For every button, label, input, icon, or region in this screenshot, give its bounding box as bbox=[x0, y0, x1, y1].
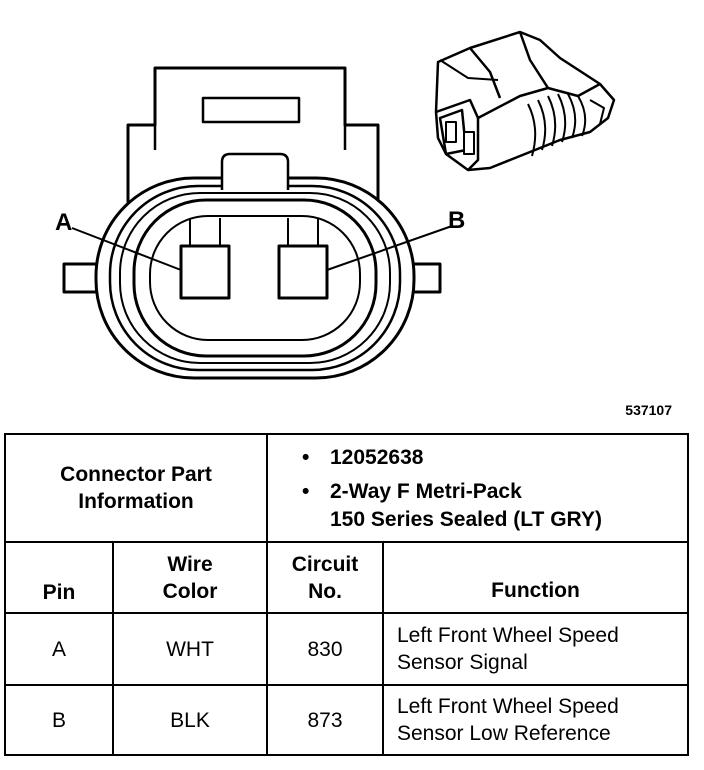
pin-cell: A bbox=[4, 612, 114, 686]
connector-info-label-line2: Information bbox=[78, 490, 194, 513]
table-row: B BLK 873 Left Front Wheel Speed Sensor … bbox=[4, 684, 690, 756]
connector-diagram: A B bbox=[55, 30, 616, 380]
connector-info-label-cell: Connector Part Information bbox=[4, 433, 268, 543]
connector-lock-ramp bbox=[220, 152, 290, 190]
description-line: • 2-Way F Metri-Pack bbox=[302, 477, 687, 506]
circuit-cell: 830 bbox=[266, 612, 384, 686]
connector-outer-seal bbox=[94, 176, 416, 380]
part-number-line: • 12052638 bbox=[302, 443, 687, 472]
circuit-cell: 873 bbox=[266, 684, 384, 756]
pin-a-label: A bbox=[55, 209, 72, 236]
column-header-pin: Pin bbox=[4, 541, 114, 614]
connector-latch-window bbox=[201, 96, 301, 124]
leader-line-b bbox=[326, 225, 453, 271]
connector-info-label-line1: Connector Part bbox=[60, 463, 212, 486]
wire-color-cell: BLK bbox=[112, 684, 268, 756]
connector-3d-illustration bbox=[434, 30, 616, 172]
table-row: A WHT 830 Left Front Wheel Speed Sensor … bbox=[4, 612, 690, 686]
connector-description-line1: 2-Way F Metri-Pack bbox=[330, 479, 522, 503]
column-header-wire-color: Wire Color bbox=[112, 541, 268, 614]
figure-number: 537107 bbox=[625, 402, 672, 418]
connector-info-table: Connector Part Information • 12052638 • … bbox=[4, 433, 690, 756]
pin-b-label: B bbox=[448, 207, 465, 234]
function-line2: Sensor Signal bbox=[397, 651, 528, 674]
function-line1: Left Front Wheel Speed bbox=[397, 695, 619, 718]
column-header-circuit: Circuit No. bbox=[266, 541, 384, 614]
function-line1: Left Front Wheel Speed bbox=[397, 624, 619, 647]
leader-line-a bbox=[71, 227, 182, 271]
part-number: 12052638 bbox=[330, 445, 424, 469]
column-header-row: Pin Wire Color Circuit No. Function bbox=[4, 541, 690, 614]
connector-description-line2: 150 Series Sealed (LT GRY) bbox=[330, 507, 602, 531]
function-cell: Left Front Wheel Speed Sensor Low Refere… bbox=[381, 684, 690, 756]
terminal-cavity-b bbox=[277, 244, 329, 300]
connector-inner-cavity bbox=[132, 198, 378, 358]
function-line2: Sensor Low Reference bbox=[397, 722, 611, 745]
wire-color-cell: WHT bbox=[112, 612, 268, 686]
bullet-glyph: • bbox=[302, 479, 310, 503]
pin-cell: B bbox=[4, 684, 114, 756]
bullet-glyph: • bbox=[302, 445, 310, 469]
terminal-cavity-a bbox=[179, 244, 231, 300]
connector-info-row: Connector Part Information • 12052638 • … bbox=[4, 433, 690, 543]
function-cell: Left Front Wheel Speed Sensor Signal bbox=[381, 612, 690, 686]
connector-info-value-cell: • 12052638 • 2-Way F Metri-Pack 150 Seri… bbox=[265, 433, 690, 543]
column-header-function: Function bbox=[381, 541, 690, 614]
